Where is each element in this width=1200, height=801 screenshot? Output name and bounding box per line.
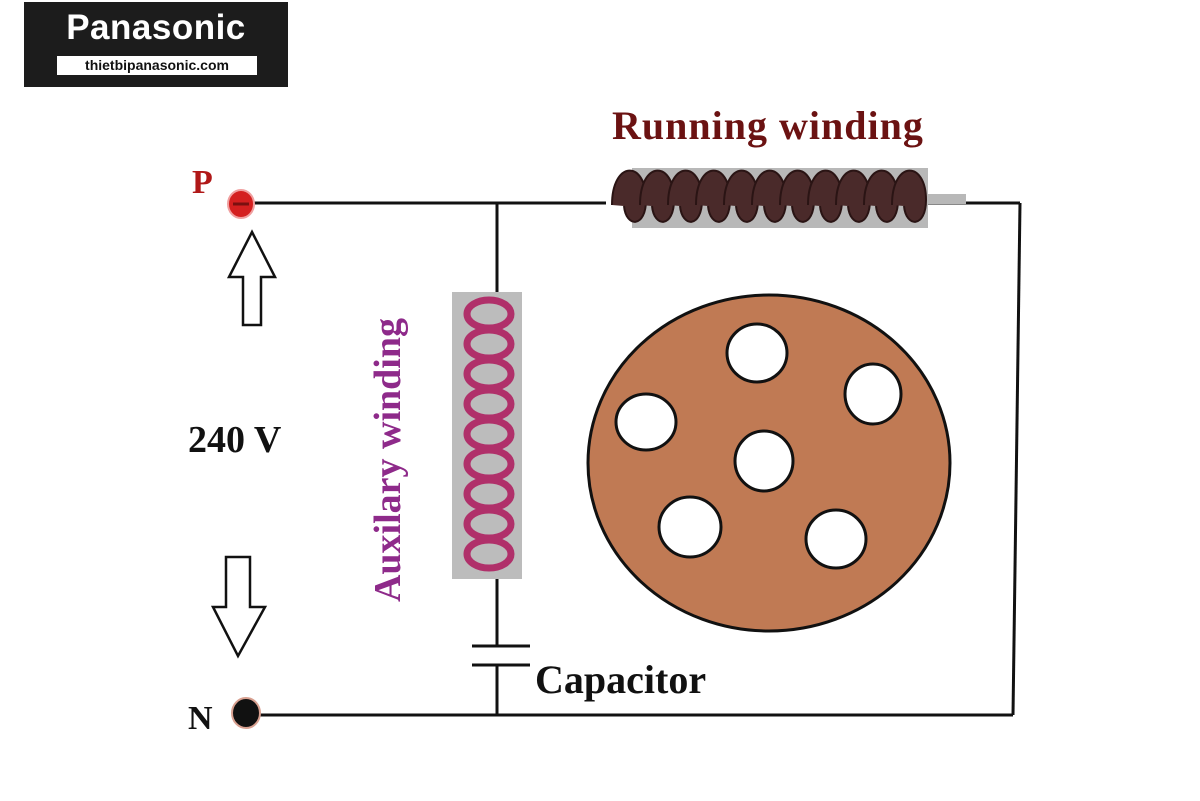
auxiliary-winding-coil	[452, 292, 522, 579]
running-coil-loop	[891, 169, 928, 223]
arrow-up-icon	[226, 229, 278, 327]
logo-url: thietbipanasonic.com	[57, 56, 257, 75]
neutral-label: N	[188, 700, 213, 737]
arrow-down-icon	[210, 555, 268, 659]
voltage-label: 240 V	[188, 419, 282, 461]
rotor-hole	[733, 429, 795, 493]
phase-label: P	[192, 164, 213, 201]
capacitor-label: Capacitor	[535, 657, 707, 702]
rotor-hole	[843, 362, 903, 426]
auxiliary-coil-loop	[463, 536, 515, 572]
running-winding-label: Running winding	[612, 103, 924, 148]
rotor-hole	[657, 495, 723, 559]
rotor-hole	[614, 392, 678, 452]
rotor-hole	[804, 508, 868, 570]
circuit-wires	[245, 201, 1022, 717]
neutral-terminal-dot	[231, 697, 261, 729]
wire-right	[1011, 202, 1022, 716]
rotor-hole	[725, 322, 789, 384]
running-winding-coil	[611, 168, 966, 228]
phase-terminal	[227, 189, 255, 219]
running-coil-tail	[920, 194, 966, 204]
rotor	[586, 293, 952, 633]
auxiliary-winding-label: Auxilary winding	[367, 317, 409, 603]
panasonic-logo: Panasonic thietbipanasonic.com	[24, 2, 288, 87]
capacitor-symbol	[472, 644, 530, 667]
neutral-terminal	[231, 697, 261, 729]
logo-brand: Panasonic	[66, 8, 246, 47]
